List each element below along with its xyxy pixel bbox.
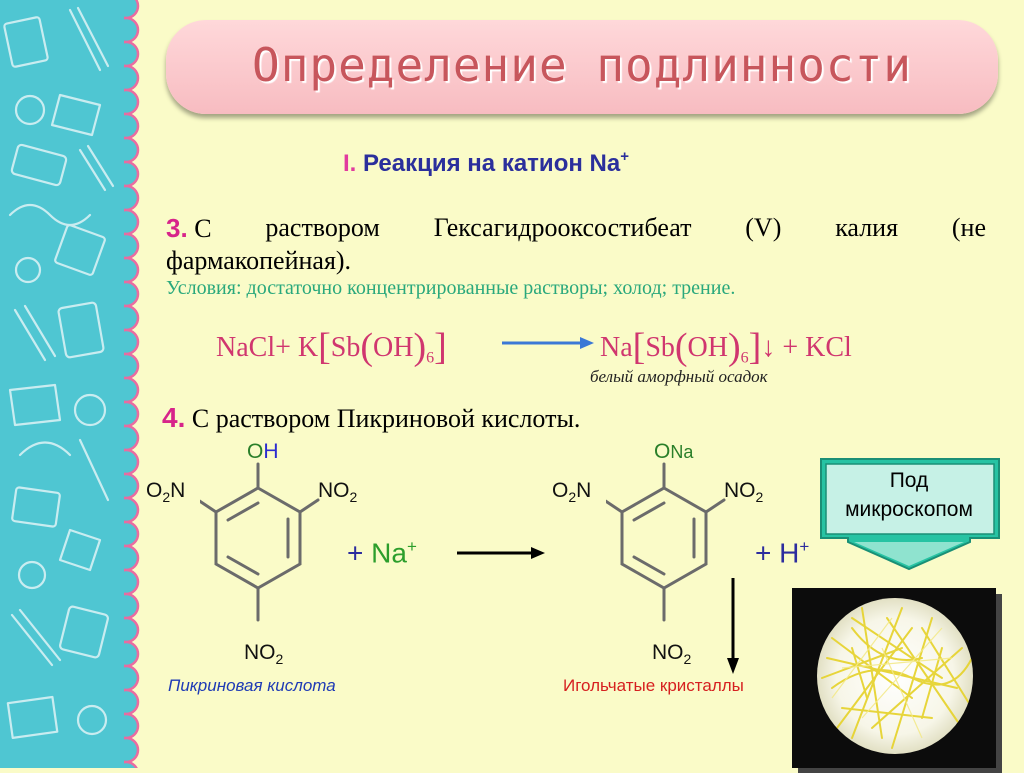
product-no2-bottom: NO2 [652,641,691,667]
product-o2n-o: O [552,479,569,502]
item-3-word: раствором [265,213,380,242]
byproduct-plus: + [755,537,780,569]
title-banner [166,20,998,114]
reactant-sb: Sb [330,332,361,363]
picric-no2-bottom: NO2 [244,641,283,667]
page-title: Определение подлинности [252,38,912,92]
precipitation-arrow [727,578,739,674]
byproduct-ion: H [779,537,800,569]
product-o2n-n: N [576,479,592,502]
equation-products: Na[Sb(OH)6]↓ + KCl [600,326,852,368]
picric-o2n-sub: 2 [162,489,171,506]
section-number: I. [343,150,357,177]
section-title: Реакция на катион Na [356,150,621,177]
section-title-charge: + [620,148,629,165]
item-4-number: 4. [162,402,186,433]
item-3-paragraph: 3. С раствором Гексагидрооксостибеат (V)… [166,212,986,277]
item-4-heading: 4. С раствором Пикриновой кислоты. [162,402,580,434]
item-3-line-1: 3. С раствором Гексагидрооксостибеат (V)… [166,212,986,245]
product-na: Na [600,332,633,363]
product-sodium: Na [670,442,694,462]
picric-o2n-o: O [146,479,163,502]
scalloped-border [118,0,140,768]
picric-no2-bottom-no: NO [244,641,276,664]
product-no2-bottom-sub: 2 [683,651,692,668]
picric-oh-group: OH [247,440,279,464]
precipitate-arrow: ↓ [761,332,776,363]
byproduct-hydrogen-ion: + H+ [755,537,809,569]
item-4-text: С раствором Пикриновой кислоты. [191,404,581,433]
picric-acid-caption: Пикриновая кислота [168,676,336,695]
product-o2n-sub: 2 [568,489,577,506]
item-3-word: (не [951,213,986,242]
microscope-label-line-2: микроскопом [845,498,973,521]
picric-no2-bottom-sub: 2 [275,651,284,668]
product-no2-bottom-no: NO [652,641,684,664]
reagent-charge: + [406,537,417,556]
picric-o2n-group: O2N [146,479,185,505]
microscope-label: Под микроскопом [826,466,992,524]
section-subheading: I. Реакция на катион Na+ [343,148,629,178]
reagent-sodium-ion: + Na+ [347,537,417,569]
picric-no2-right-no: NO [318,479,350,502]
item-3-word: Гексагидрооксостибеат [433,213,692,242]
decorative-side-strip [0,0,124,768]
item-3-word: (V) [745,213,782,242]
needle-crystals-caption: Игольчатые кристаллы [563,676,744,695]
microscope-label-line-1: Под [889,469,929,492]
crystal-micrograph [817,598,973,754]
sodium-picrate-ring [606,462,726,622]
reactant-oh: OH [373,332,414,363]
picric-acid-ring [200,462,320,622]
reactant-subscript: 6 [426,349,435,367]
reaction-conditions: Условия: достаточно концентрированные ра… [166,277,736,299]
product-ona-group: ONa [654,440,693,464]
reagent-plus: + [347,537,372,569]
reaction-arrow-2 [457,547,545,559]
item-3-line-2: фармакопейная). [166,246,352,275]
reaction-arrow [502,337,594,349]
reagent-ion: Na [371,537,407,569]
item-3-first-word-group: 3. С [166,212,212,245]
product-sb: Sb [645,332,675,363]
school-doodles-pattern [3,6,115,739]
product-oh: OH [687,332,728,363]
byproduct-charge: + [799,537,810,556]
picric-hydrogen: H [263,440,279,463]
picric-no2-right-sub: 2 [349,489,358,506]
product-oxygen: O [654,440,671,463]
item-3-word: С [194,214,212,243]
product-no2-right: NO2 [724,479,763,505]
product-no2-right-sub: 2 [755,489,764,506]
microscope-photo [792,588,996,768]
equation-reactants: NaCl+ K[Sb(OH)6] [216,326,447,368]
precipitate-note: белый аморфный осадок [590,367,768,386]
reactants-nacl-k: NaCl+ K [216,332,319,363]
item-3-number: 3. [166,213,188,243]
picric-o2n-n: N [170,479,186,502]
product-subscript: 6 [740,349,749,367]
product-kcl: + KCl [782,332,852,363]
picric-no2-right: NO2 [318,479,357,505]
item-3-word: калия [835,213,899,242]
picric-oxygen: O [247,440,264,463]
product-o2n-group: O2N [552,479,591,505]
microscope-callout-arrow [820,458,1000,571]
product-no2-right-no: NO [724,479,756,502]
